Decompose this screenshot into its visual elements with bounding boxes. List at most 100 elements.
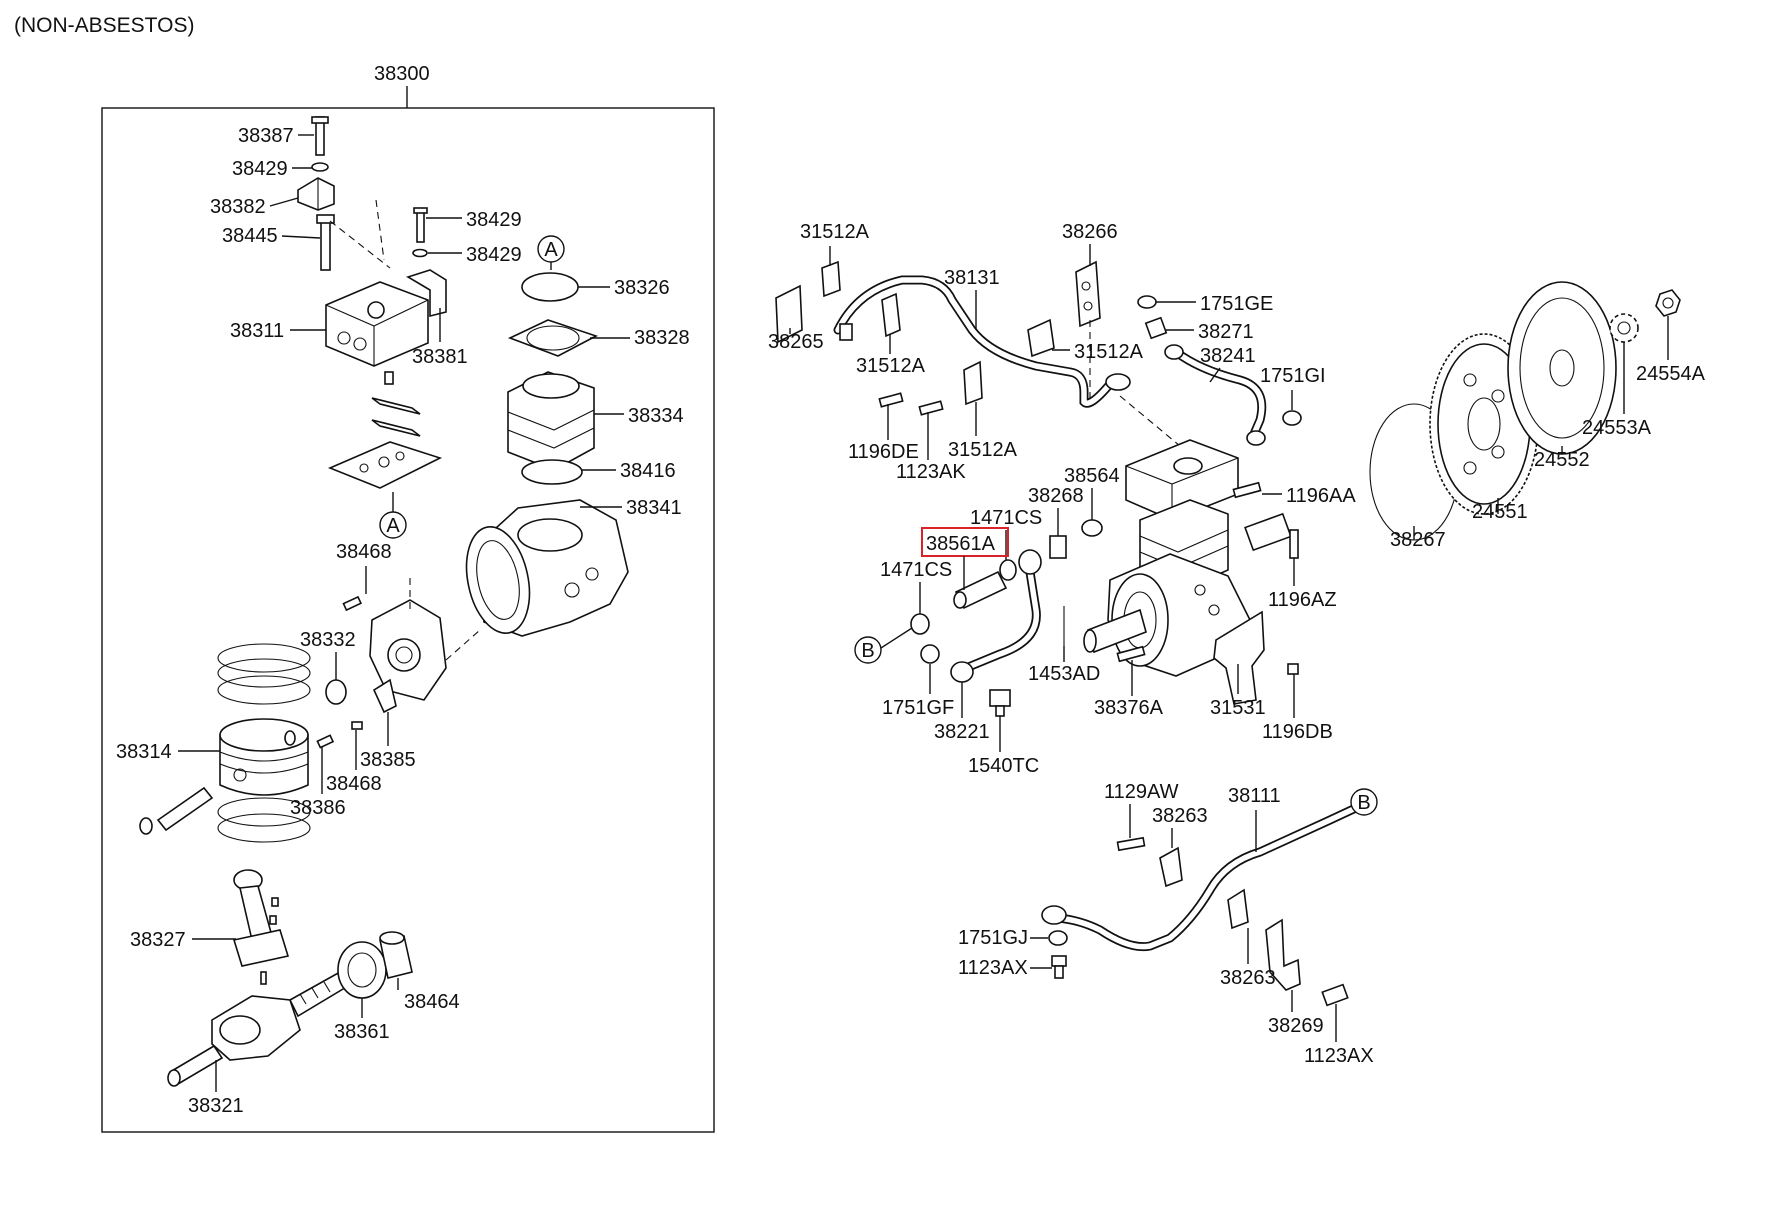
assembly-label[interactable]: 38300	[374, 63, 430, 85]
label-38328[interactable]: 38328	[634, 327, 690, 349]
bush-38464	[379, 931, 413, 979]
label-31531[interactable]: 31531	[1210, 697, 1266, 719]
label-38327[interactable]: 38327	[130, 929, 186, 951]
label-1123AX-b[interactable]: 1123AX	[1304, 1045, 1374, 1067]
label-1196AZ[interactable]: 1196AZ	[1268, 589, 1337, 611]
label-38381[interactable]: 38381	[412, 346, 468, 368]
label-1196DE[interactable]: 1196DE	[848, 441, 919, 463]
clip-31512A-lower	[881, 292, 901, 338]
washer-1751GE	[1137, 295, 1157, 309]
label-1751GE[interactable]: 1751GE	[1200, 293, 1273, 315]
bolt-38387	[311, 116, 329, 156]
highlight-38561A	[921, 527, 1009, 557]
label-1471CS-a[interactable]: 1471CS	[970, 507, 1042, 529]
reed-valves	[371, 371, 421, 437]
label-1540TC[interactable]: 1540TC	[968, 755, 1039, 777]
label-31512A-c[interactable]: 31512A	[1074, 341, 1144, 363]
label-38445[interactable]: 38445	[222, 225, 278, 247]
label-38387[interactable]: 38387	[238, 125, 294, 147]
crankcase-38341	[465, 499, 629, 637]
leader-38445	[281, 235, 321, 239]
label-38468-a[interactable]: 38468	[336, 541, 392, 563]
label-38241[interactable]: 38241	[1200, 345, 1256, 367]
label-38468-b[interactable]: 38468	[326, 773, 382, 795]
label-38416[interactable]: 38416	[620, 460, 676, 482]
ref-b-leader-left	[880, 627, 913, 649]
bolt-38376A	[1116, 645, 1146, 663]
piston-rings-top	[217, 643, 311, 705]
label-24552[interactable]: 24552	[1534, 449, 1590, 471]
ref-b-circle-left[interactable]	[854, 636, 882, 664]
fitting-38268	[1049, 535, 1067, 559]
label-38561A[interactable]: 38561A	[926, 533, 996, 555]
label-38314[interactable]: 38314	[116, 741, 172, 763]
label-38429-a[interactable]: 38429	[232, 158, 288, 180]
label-38334[interactable]: 38334	[628, 405, 684, 427]
label-38131[interactable]: 38131	[944, 267, 1000, 289]
bracket-38269	[1265, 918, 1301, 991]
label-38321[interactable]: 38321	[188, 1095, 244, 1117]
nut-24554A	[1655, 289, 1681, 317]
bearing-38361	[337, 941, 387, 999]
washer-38429-top	[311, 162, 329, 172]
label-1123AX-a[interactable]: 1123AX	[958, 957, 1028, 979]
piston-38314	[219, 718, 309, 796]
label-1196AA[interactable]: 1196AA	[1286, 485, 1356, 507]
label-1471CS-b[interactable]: 1471CS	[880, 559, 952, 581]
compressor-body	[1083, 439, 1292, 677]
lockwasher-24553A	[1609, 313, 1639, 343]
washer-1751GI	[1282, 410, 1302, 426]
label-1751GJ[interactable]: 1751GJ	[958, 927, 1028, 949]
gasket-38416	[521, 459, 583, 485]
label-38265[interactable]: 38265	[768, 331, 824, 353]
bracket-31531	[1213, 610, 1265, 705]
label-24551[interactable]: 24551	[1472, 501, 1528, 523]
screw-38468-top	[342, 595, 363, 612]
label-38271[interactable]: 38271	[1198, 321, 1254, 343]
label-38332[interactable]: 38332	[300, 629, 356, 651]
bracket-38381	[406, 269, 447, 318]
label-38429-c[interactable]: 38429	[466, 244, 522, 266]
circlip-left	[139, 817, 153, 835]
non-asbestos-note: (NON-ABSESTOS)	[14, 14, 194, 37]
label-1129AW[interactable]: 1129AW	[1104, 781, 1179, 803]
hub-24552	[1507, 281, 1617, 455]
label-1196DB[interactable]: 1196DB	[1262, 721, 1333, 743]
label-38263-b[interactable]: 38263	[1220, 967, 1276, 989]
label-38386[interactable]: 38386	[290, 797, 346, 819]
label-38266[interactable]: 38266	[1062, 221, 1118, 243]
label-38268[interactable]: 38268	[1028, 485, 1084, 507]
label-24553A[interactable]: 24553A	[1582, 417, 1652, 439]
label-38267[interactable]: 38267	[1390, 529, 1446, 551]
label-38382[interactable]: 38382	[210, 196, 266, 218]
fitting-left	[839, 323, 853, 341]
label-1751GI[interactable]: 1751GI	[1260, 365, 1326, 387]
label-38311[interactable]: 38311	[230, 320, 284, 342]
label-38429-b[interactable]: 38429	[466, 209, 522, 231]
clamp-1471CS-upper	[999, 559, 1017, 581]
label-38111[interactable]: 38111	[1228, 785, 1281, 807]
label-38326[interactable]: 38326	[614, 277, 670, 299]
label-31512A-b[interactable]: 31512A	[856, 355, 926, 377]
label-1123AK[interactable]: 1123AK	[896, 461, 966, 483]
label-38361[interactable]: 38361	[334, 1021, 390, 1043]
label-38464[interactable]: 38464	[404, 991, 460, 1013]
bracket-38265	[775, 284, 803, 344]
label-38263-a[interactable]: 38263	[1152, 805, 1208, 827]
leader-38382	[269, 197, 299, 207]
label-38269[interactable]: 38269	[1268, 1015, 1324, 1037]
label-38221[interactable]: 38221	[934, 721, 990, 743]
label-24554A[interactable]: 24554A	[1636, 363, 1706, 385]
plug-1540TC	[989, 689, 1011, 717]
bolt-1196DE	[878, 392, 904, 408]
lock-38385	[372, 678, 397, 714]
label-1453AD[interactable]: 1453AD	[1028, 663, 1100, 685]
label-31512A-d[interactable]: 31512A	[948, 439, 1018, 461]
ref-b-circle-right[interactable]	[1350, 788, 1378, 816]
label-31512A-a[interactable]: 31512A	[800, 221, 870, 243]
label-38341[interactable]: 38341	[626, 497, 682, 519]
label-38376A[interactable]: 38376A	[1094, 697, 1164, 719]
label-1751GF[interactable]: 1751GF	[882, 697, 954, 719]
label-38564[interactable]: 38564	[1064, 465, 1120, 487]
label-38385[interactable]: 38385	[360, 749, 416, 771]
